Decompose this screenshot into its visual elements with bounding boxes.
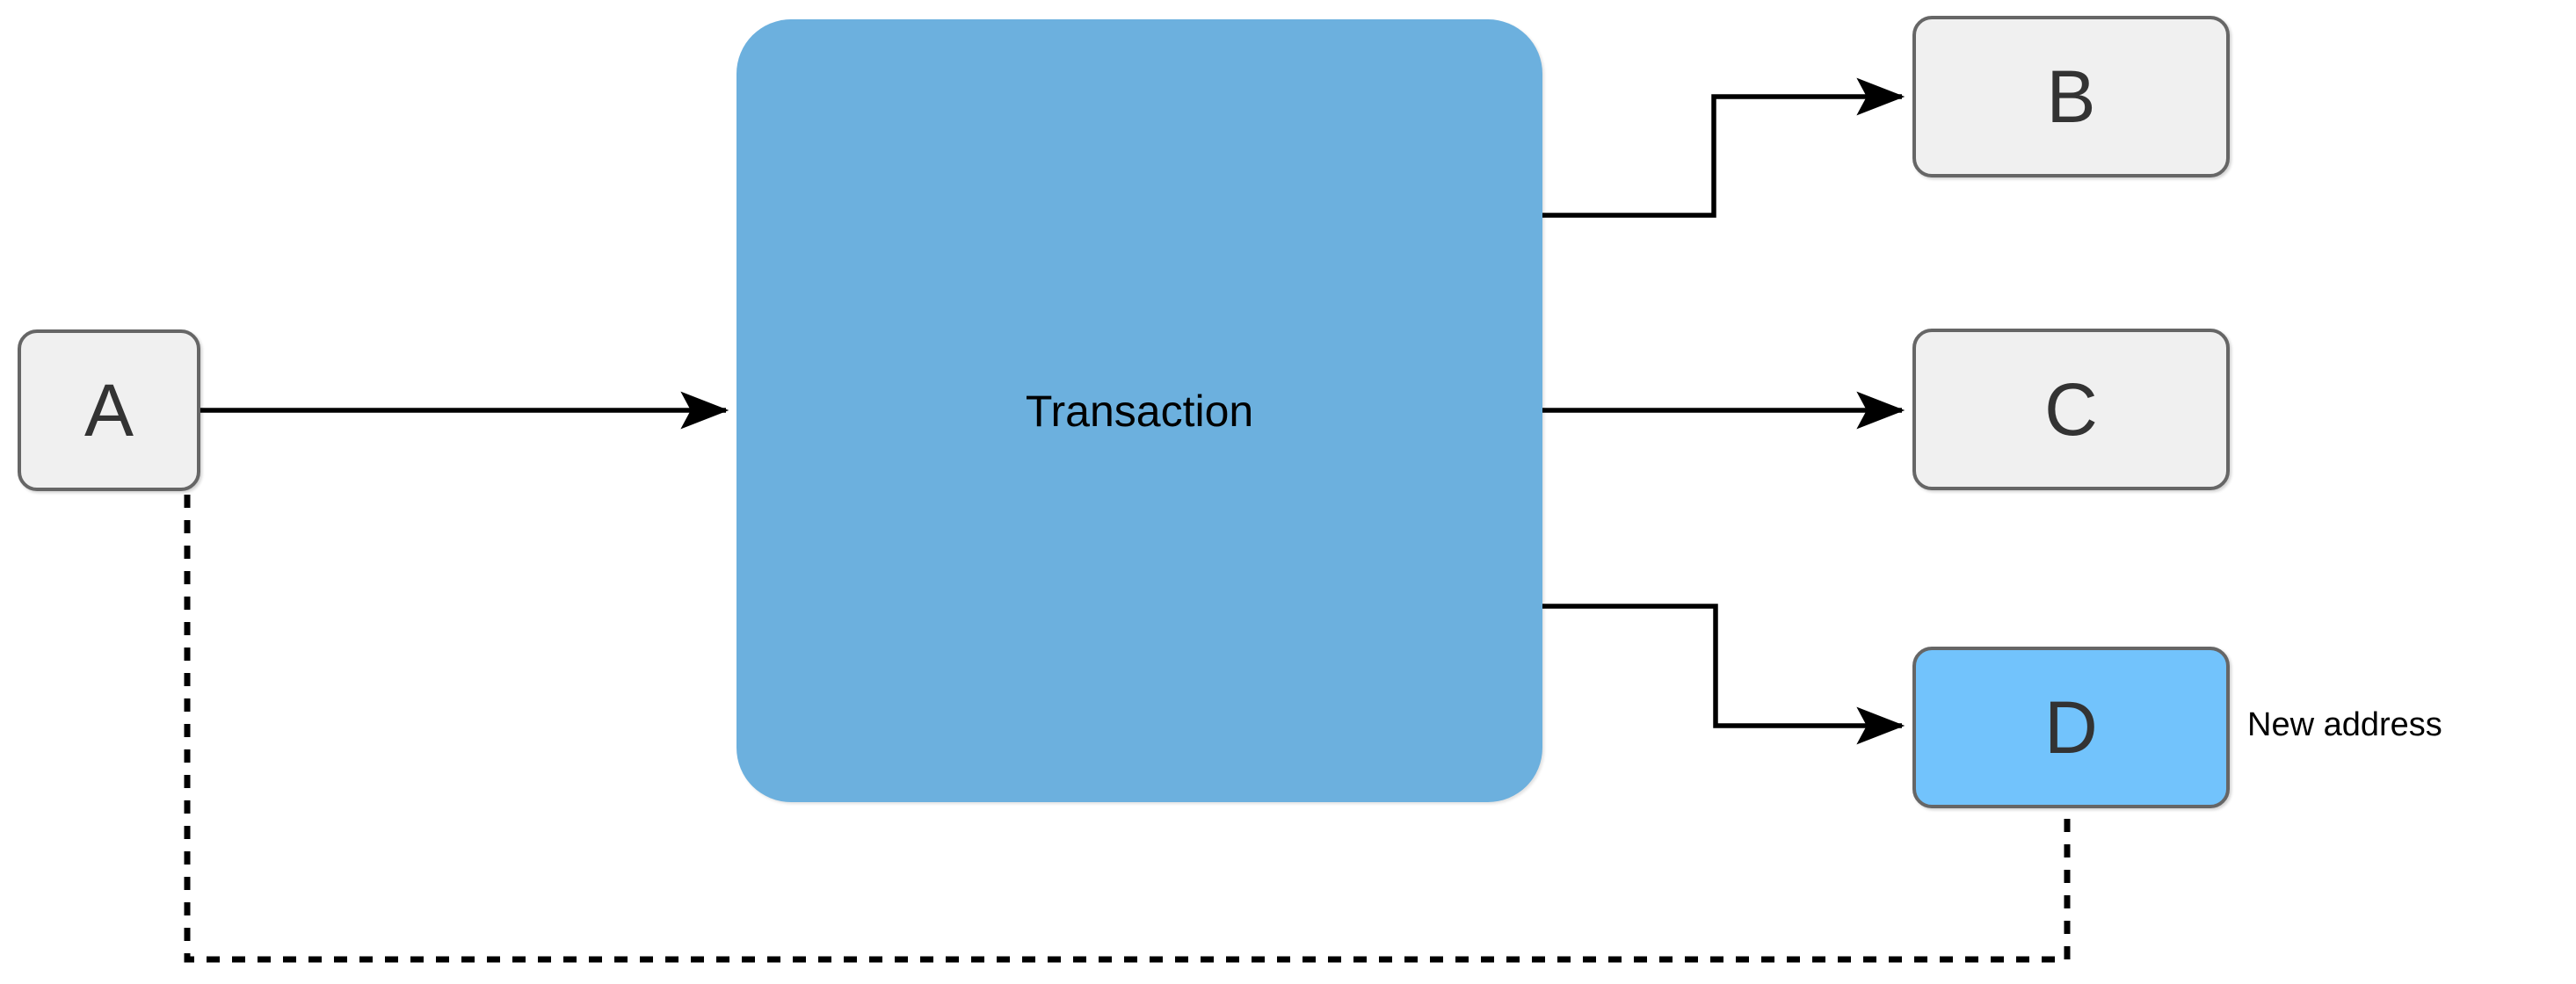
edge-transaction-to-d <box>1542 604 1905 745</box>
node-b-label: B <box>2046 55 2096 138</box>
node-a[interactable]: A <box>18 329 200 491</box>
node-c-label: C <box>2044 368 2098 451</box>
edge-transaction-to-b <box>1542 77 1905 218</box>
node-transaction-label: Transaction <box>1025 386 1254 436</box>
node-a-label: A <box>83 369 134 452</box>
new-address-annotation: New address <box>2247 706 2442 743</box>
node-b[interactable]: B <box>1912 16 2230 177</box>
node-d[interactable]: D <box>1912 647 2230 808</box>
node-c[interactable]: C <box>1912 329 2230 490</box>
node-d-label: D <box>2044 686 2098 769</box>
node-transaction[interactable]: Transaction <box>737 19 1542 802</box>
